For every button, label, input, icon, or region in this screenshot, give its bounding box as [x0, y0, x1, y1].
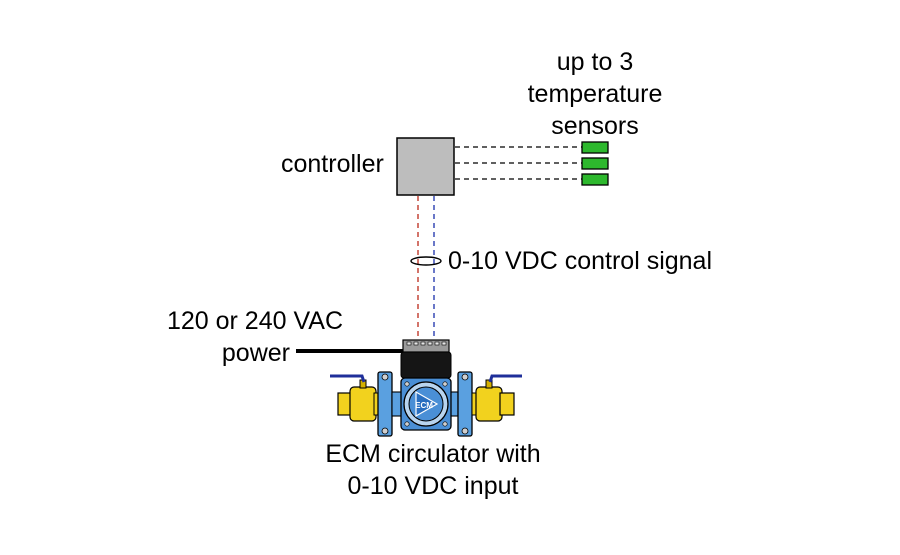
sensors-label-line1: up to 3 [556, 48, 634, 76]
left-valve [330, 371, 403, 437]
temperature-sensors [581, 141, 609, 186]
power-label-line2: power [221, 339, 290, 367]
valve-handle-icon [488, 374, 522, 383]
controller-box [396, 137, 455, 196]
sensor-wires [455, 146, 582, 180]
pump-badge: ECM [415, 401, 433, 410]
control-signal-label: 0-10 VDC control signal [448, 247, 713, 275]
sensor-icon [581, 173, 609, 186]
flow-arrow-icon [415, 390, 439, 418]
controller-label: controller [281, 150, 384, 178]
circulator-label: ECM circulator with 0-10 VDC input [300, 438, 566, 502]
sensors-label: up to 3 temperature sensors [515, 46, 675, 142]
circulator-label-line1: ECM circulator with [325, 440, 541, 468]
sensor-icon [581, 141, 609, 154]
pump-junction-box [400, 339, 452, 379]
right-valve [447, 371, 522, 437]
power-label: 120 or 240 VAC power [150, 305, 360, 369]
cable-loop-marker [410, 256, 442, 266]
sensors-label-line2: temperature [527, 80, 663, 108]
circulator-label-line2: 0-10 VDC input [347, 472, 519, 500]
valve-handle-icon [330, 374, 366, 383]
ecm-circulator-pump [400, 377, 452, 431]
power-label-line1: 120 or 240 VAC [166, 307, 344, 335]
sensor-icon [581, 157, 609, 170]
sensors-label-line3: sensors [551, 112, 639, 140]
